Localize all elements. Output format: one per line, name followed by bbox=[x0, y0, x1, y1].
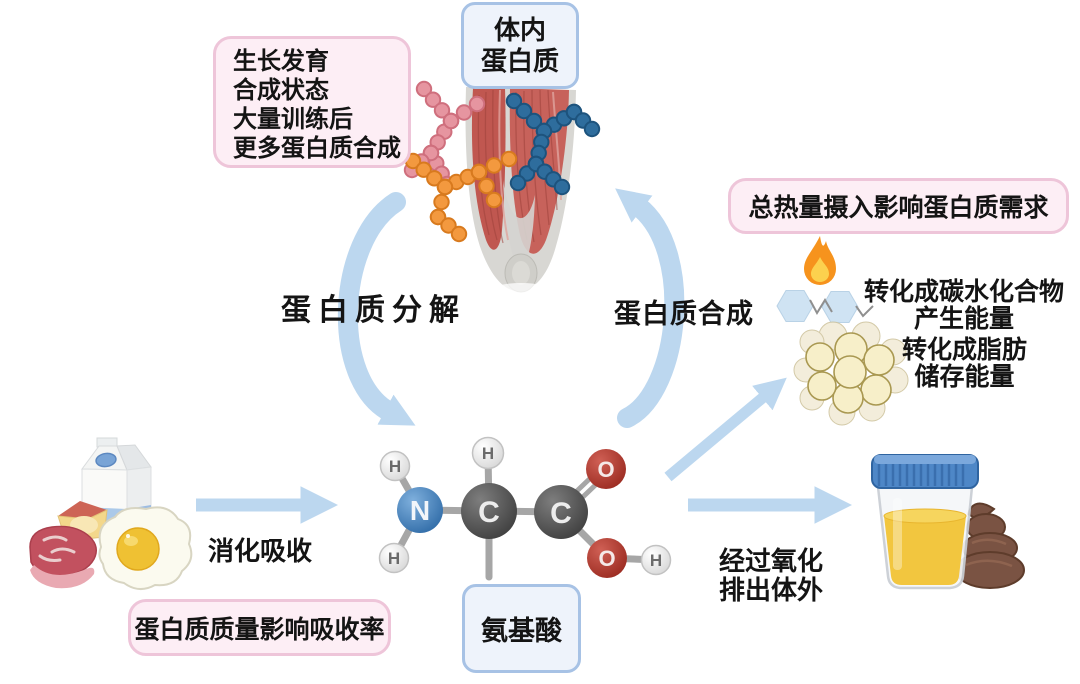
hydrogen-label: H bbox=[388, 549, 400, 568]
hydrogen-label: H bbox=[389, 457, 401, 476]
flame-icon bbox=[804, 236, 836, 285]
oxygen-label: O bbox=[597, 457, 614, 482]
nitrogen-label: N bbox=[410, 495, 430, 526]
convert-to-carbohydrate-label: 转化成碳水化合物 产生能量 bbox=[863, 278, 1064, 333]
protein-breakdown-arrow bbox=[337, 192, 416, 426]
carbon-label: C bbox=[478, 496, 500, 529]
body-protein-box: 体内 蛋白质 bbox=[461, 2, 579, 89]
hydrogen-label: H bbox=[650, 551, 662, 570]
protein-synthesis-arrow bbox=[615, 188, 685, 428]
convert-to-fat-label: 转化成脂肪 储存能量 bbox=[901, 336, 1027, 391]
amino-acid-molecule-icon: H H H H N C C O O bbox=[378, 436, 672, 581]
urine-sample-cup-icon bbox=[871, 454, 979, 590]
protein-synthesis-label: 蛋白质合成 bbox=[614, 299, 754, 329]
protein-breakdown-label: 蛋白质分解 bbox=[281, 294, 466, 327]
cycle-arrows bbox=[337, 188, 685, 428]
growth-factors-box: 生长发育 合成状态 大量训练后 更多蛋白质合成 bbox=[213, 36, 411, 168]
energy-conversion-arrow bbox=[664, 377, 787, 482]
calorie-intake-note-box: 总热量摄入影响蛋白质需求 bbox=[728, 178, 1069, 234]
hydrogen-label: H bbox=[482, 444, 494, 463]
hexagon-chain-icon bbox=[776, 290, 874, 323]
fat-cells-icon bbox=[793, 321, 909, 426]
protein-quality-note-box: 蛋白质质量影响吸收率 bbox=[128, 599, 391, 656]
carbon-label: C bbox=[550, 497, 572, 530]
protein-foods-icon bbox=[29, 437, 193, 590]
oxidation-excretion-label: 经过氧化 排出体外 bbox=[718, 546, 823, 605]
bead-chain-icon bbox=[403, 80, 601, 243]
digestion-absorption-label: 消化吸收 bbox=[208, 536, 313, 566]
amino-acid-box: 氨基酸 bbox=[462, 584, 581, 673]
oxygen-label: O bbox=[598, 546, 615, 571]
